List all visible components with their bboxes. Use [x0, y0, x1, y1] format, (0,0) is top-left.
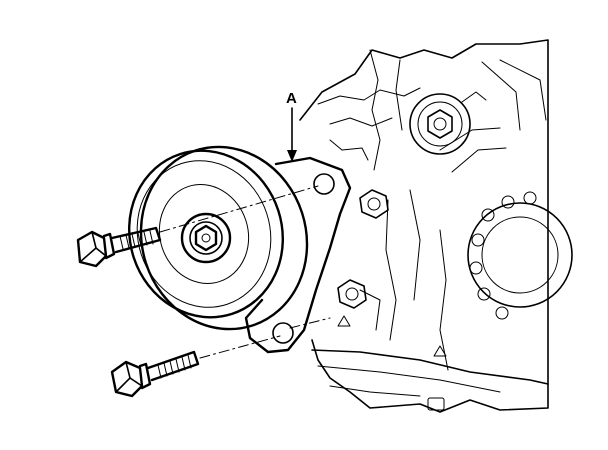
block-bolt-lower	[337, 279, 367, 309]
callout-a-label: A	[286, 90, 297, 107]
callout-a-arrowhead	[287, 150, 297, 162]
tensioner-bracket	[244, 156, 352, 354]
upper-idler-bolt	[409, 91, 487, 155]
engine-block	[299, 39, 549, 413]
alignment-lines	[159, 185, 331, 359]
timing-gear	[467, 191, 573, 320]
upper-bolt	[76, 226, 162, 268]
tensioner-pulley	[128, 145, 309, 331]
block-bolt-upper	[359, 189, 389, 219]
lower-bolt	[110, 350, 200, 398]
callout-a: A	[286, 90, 297, 162]
